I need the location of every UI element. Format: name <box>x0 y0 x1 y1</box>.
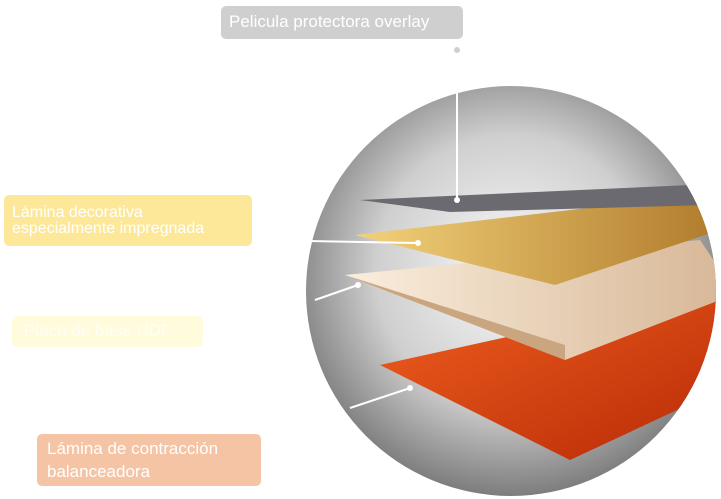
label-text: balanceadora <box>47 462 151 481</box>
label-text: Lámina decorativa <box>12 204 143 221</box>
label-text: especialmente impregnada <box>12 220 205 237</box>
label-overlay: Pelicula protectora overlay <box>221 6 463 39</box>
decorative-layer <box>355 195 716 285</box>
label-text: Pelicula protectora overlay <box>229 12 430 31</box>
hdf-layer <box>345 240 716 360</box>
label-hdf: Placa de base HDF <box>12 316 203 347</box>
overlay-layer <box>360 185 710 212</box>
label-text: Lámina de contracción <box>47 439 219 458</box>
label-text: Placa de base HDF <box>24 321 172 340</box>
label-balance-layer: Lámina de contracción balanceadora <box>37 434 261 486</box>
